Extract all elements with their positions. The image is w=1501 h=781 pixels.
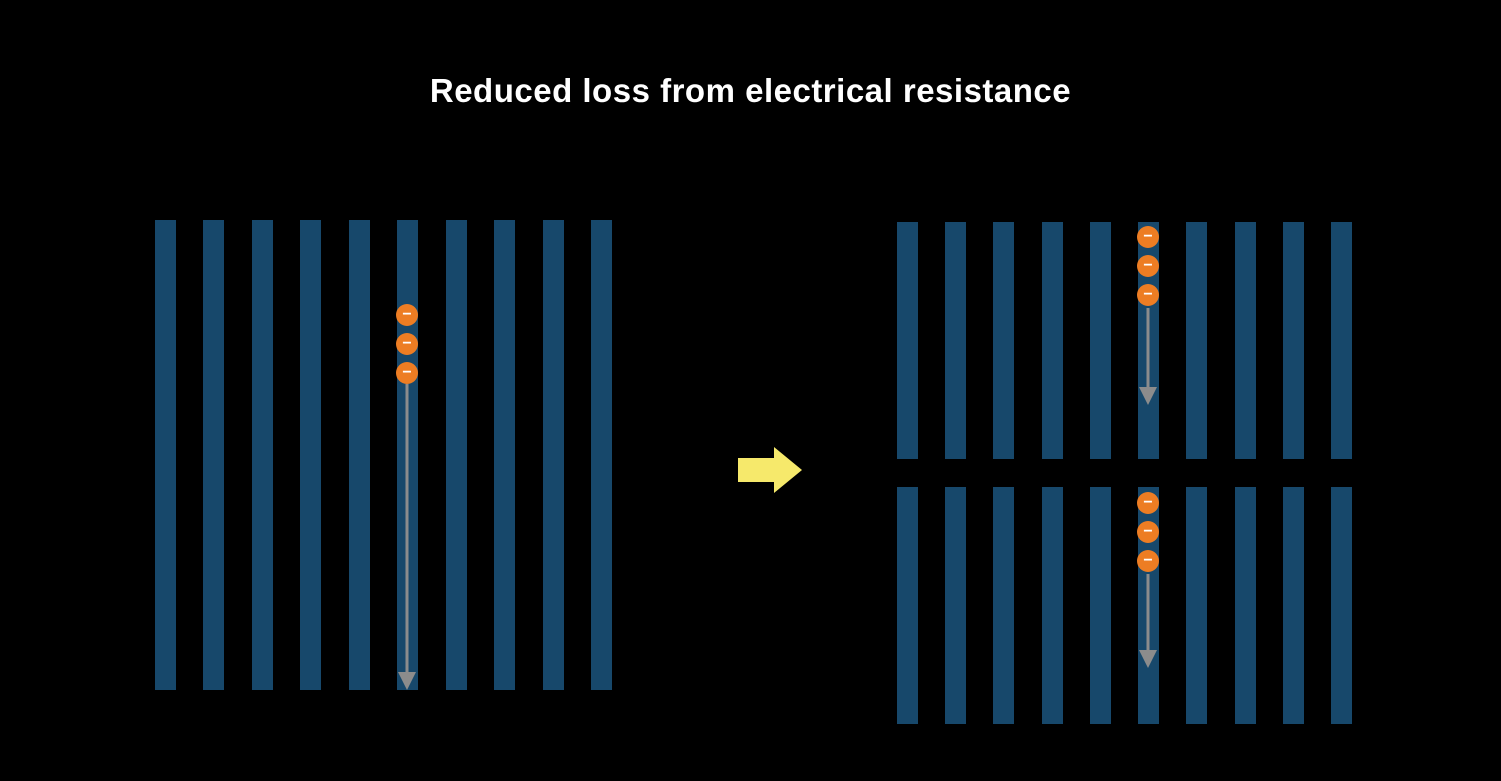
- right-arrow-icon: [738, 447, 802, 493]
- conductor-bar: [1041, 487, 1063, 724]
- conductor-bar: [1041, 222, 1063, 459]
- bar-group: [155, 220, 612, 690]
- electron-flow: − − −: [1136, 222, 1160, 459]
- conductor-bar: [1330, 487, 1352, 724]
- conductor-bar: [590, 220, 612, 690]
- conductor-bar: [300, 220, 322, 690]
- bar-group: [897, 487, 1352, 724]
- right-panel-top: − − −: [897, 222, 1352, 459]
- conductor-bar: [203, 220, 225, 690]
- conductor-bar: [945, 222, 967, 459]
- conductor-bar: [348, 220, 370, 690]
- electron-group: − − −: [1137, 226, 1159, 306]
- down-arrow-icon: [398, 672, 416, 690]
- conductor-bar: [1186, 222, 1208, 459]
- electron-icon: −: [1137, 521, 1159, 543]
- conductor-bar: [1282, 487, 1304, 724]
- down-arrow-icon: [1139, 387, 1157, 405]
- right-arrow-head: [774, 447, 802, 493]
- right-arrow-body: [738, 458, 774, 482]
- conductor-bar: [1282, 222, 1304, 459]
- diagram-title: Reduced loss from electrical resistance: [429, 72, 1072, 109]
- conductor-bar: [897, 222, 918, 459]
- conductor-bar: [1089, 487, 1111, 724]
- down-arrow-line: [1146, 308, 1150, 387]
- conductor-bar: [251, 220, 273, 690]
- electron-flow: − − −: [395, 220, 419, 690]
- conductor-bar: [993, 222, 1015, 459]
- bar-group: [897, 222, 1352, 459]
- conductor-bar: [897, 487, 918, 724]
- conductor-bar: [1186, 487, 1208, 724]
- down-arrow-line: [405, 384, 409, 672]
- electron-icon: −: [396, 333, 418, 355]
- electron-icon: −: [1137, 492, 1159, 514]
- conductor-bar: [542, 220, 564, 690]
- electron-icon: −: [1137, 226, 1159, 248]
- conductor-bar: [1234, 222, 1256, 459]
- conductor-bar: [494, 220, 516, 690]
- electron-group: − − −: [396, 304, 418, 384]
- right-panel-bottom: − − −: [897, 487, 1352, 724]
- electron-icon: −: [396, 304, 418, 326]
- electron-icon: −: [1137, 284, 1159, 306]
- left-panel: − − −: [155, 220, 612, 690]
- electron-icon: −: [1137, 550, 1159, 572]
- conductor-bar: [945, 487, 967, 724]
- conductor-bar: [1089, 222, 1111, 459]
- electron-icon: −: [1137, 255, 1159, 277]
- down-arrow-icon: [1139, 650, 1157, 668]
- conductor-bar: [1234, 487, 1256, 724]
- conductor-bar: [445, 220, 467, 690]
- electron-icon: −: [396, 362, 418, 384]
- conductor-bar: [155, 220, 176, 690]
- electron-flow: − − −: [1136, 487, 1160, 724]
- conductor-bar: [1330, 222, 1352, 459]
- down-arrow-line: [1146, 574, 1150, 650]
- electron-group: − − −: [1137, 492, 1159, 572]
- conductor-bar: [993, 487, 1015, 724]
